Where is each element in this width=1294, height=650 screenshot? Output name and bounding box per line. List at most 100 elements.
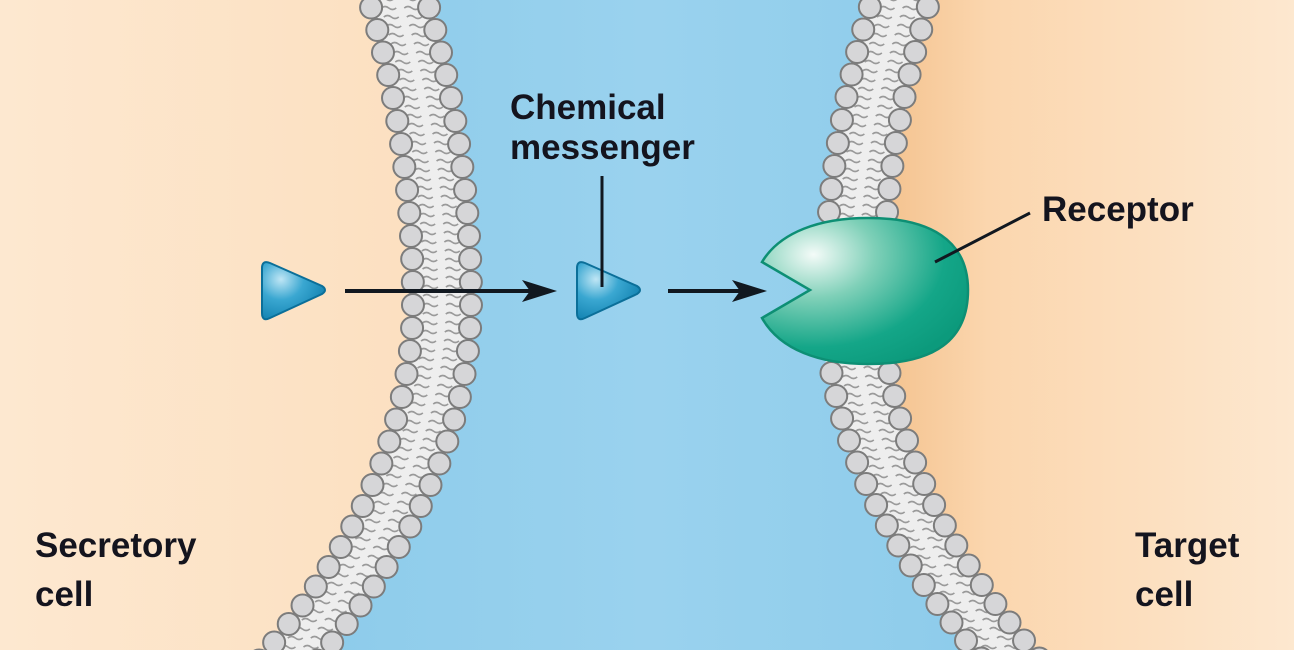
lipid-tail bbox=[438, 374, 455, 380]
chemical-messenger-label-line-1: Chemical bbox=[510, 88, 666, 127]
phospholipid-head bbox=[443, 109, 468, 133]
lipid-tail bbox=[880, 491, 897, 497]
lipid-tail bbox=[422, 284, 439, 290]
lipid-tail bbox=[844, 158, 861, 164]
phospholipid-head bbox=[374, 555, 399, 579]
lipid-tail bbox=[432, 131, 449, 137]
receptor-label: Receptor bbox=[1042, 190, 1194, 229]
phospholipid-head bbox=[864, 493, 889, 517]
phospholipid-head bbox=[909, 17, 934, 42]
lipid-tail bbox=[408, 23, 425, 29]
lipid-tail bbox=[876, 14, 893, 20]
phospholipid-head bbox=[359, 0, 384, 20]
lipid-tail bbox=[372, 545, 389, 551]
phospholipid-head bbox=[350, 494, 375, 518]
phospholipid-head bbox=[877, 177, 902, 201]
lipid-tail bbox=[418, 356, 435, 362]
lipid-tail bbox=[416, 185, 433, 191]
lipid-tail bbox=[980, 644, 997, 650]
lipid-tail bbox=[444, 320, 461, 326]
phospholipid-head bbox=[887, 108, 912, 132]
phospholipid-head bbox=[819, 177, 844, 201]
lipid-tail bbox=[403, 5, 420, 11]
phospholipid-head bbox=[276, 612, 301, 636]
lipid-tail bbox=[952, 608, 969, 614]
phospholipid-head bbox=[453, 178, 478, 202]
lipid-tail bbox=[878, 95, 895, 101]
phospholipid-head bbox=[316, 555, 341, 579]
phospholipid-head bbox=[837, 428, 862, 453]
lipid-tail bbox=[894, 32, 911, 38]
lipid-tail bbox=[891, 41, 908, 47]
lipid-tail bbox=[440, 194, 457, 200]
lipid-tail bbox=[419, 221, 436, 227]
lipid-tail bbox=[899, 14, 916, 20]
lipid-tail bbox=[926, 536, 943, 542]
lipid-tail bbox=[405, 113, 422, 119]
lipid-tail bbox=[442, 347, 459, 353]
lipid-tail bbox=[410, 140, 427, 146]
phospholipid-head bbox=[925, 592, 950, 616]
lipid-tail bbox=[411, 392, 428, 398]
phospholipid-head bbox=[825, 131, 850, 155]
phospholipid-head bbox=[839, 62, 864, 87]
lipid-tail bbox=[889, 0, 898, 2]
lipid-tail bbox=[414, 167, 431, 173]
lipid-tail bbox=[861, 446, 878, 452]
lipid-tail bbox=[868, 464, 885, 470]
phospholipid-head bbox=[439, 86, 464, 110]
phospholipid-head bbox=[400, 293, 425, 317]
phospholipid-head bbox=[334, 612, 359, 636]
lipid-tail bbox=[404, 104, 421, 110]
lipid-tail bbox=[402, 95, 419, 101]
chemical-messenger-label-line-2: messenger bbox=[510, 128, 695, 167]
lipid-tail bbox=[875, 419, 892, 425]
phospholipid-head bbox=[834, 85, 859, 109]
phospholipid-head bbox=[320, 630, 345, 650]
lipid-tail bbox=[867, 158, 884, 164]
phospholipid-head bbox=[392, 155, 417, 179]
lipid-tail bbox=[863, 194, 880, 200]
phospholipid-head bbox=[442, 407, 467, 432]
phospholipid-head bbox=[417, 0, 442, 20]
phospholipid-head bbox=[435, 429, 460, 454]
lipid-tail bbox=[354, 536, 371, 542]
phospholipid-head bbox=[845, 450, 870, 475]
phospholipid-head bbox=[400, 247, 425, 271]
lipid-tail bbox=[878, 428, 895, 434]
lipid-tail bbox=[434, 149, 451, 155]
phospholipid-head bbox=[897, 62, 922, 87]
lipid-tail bbox=[411, 149, 428, 155]
phospholipid-head bbox=[361, 574, 386, 599]
lipid-tail bbox=[850, 410, 867, 416]
phospholipid-head bbox=[882, 384, 907, 408]
phospholipid-head bbox=[922, 493, 947, 517]
phospholipid-head bbox=[892, 85, 917, 109]
binding-arrow bbox=[668, 280, 767, 302]
lipid-tail bbox=[317, 626, 334, 632]
lipid-tail bbox=[409, 131, 426, 137]
target-cell-label: Target cell bbox=[1135, 521, 1239, 619]
lipid-tail bbox=[926, 572, 943, 578]
phospholipid-head bbox=[369, 451, 394, 476]
lipid-tail bbox=[868, 149, 885, 155]
lipid-tail bbox=[430, 122, 447, 128]
phospholipid-head bbox=[969, 573, 994, 597]
lipid-tail bbox=[383, 14, 400, 20]
lipid-tail bbox=[438, 176, 455, 182]
phospholipid-head bbox=[886, 533, 911, 558]
lipid-tail bbox=[327, 581, 344, 587]
lipid-tail bbox=[443, 230, 460, 236]
phospholipid-head bbox=[944, 533, 969, 558]
phospholipid-head bbox=[394, 362, 419, 386]
lipid-tail bbox=[439, 185, 456, 191]
lipid-tail bbox=[411, 32, 428, 38]
phospholipid-head bbox=[408, 494, 433, 518]
receptor-leader-line bbox=[934, 211, 1031, 264]
lipid-tail bbox=[916, 518, 933, 524]
lipid-tail bbox=[386, 0, 394, 2]
lipid-tail bbox=[445, 311, 462, 317]
phospholipid-head bbox=[972, 646, 990, 650]
phospholipid-head bbox=[377, 429, 402, 454]
